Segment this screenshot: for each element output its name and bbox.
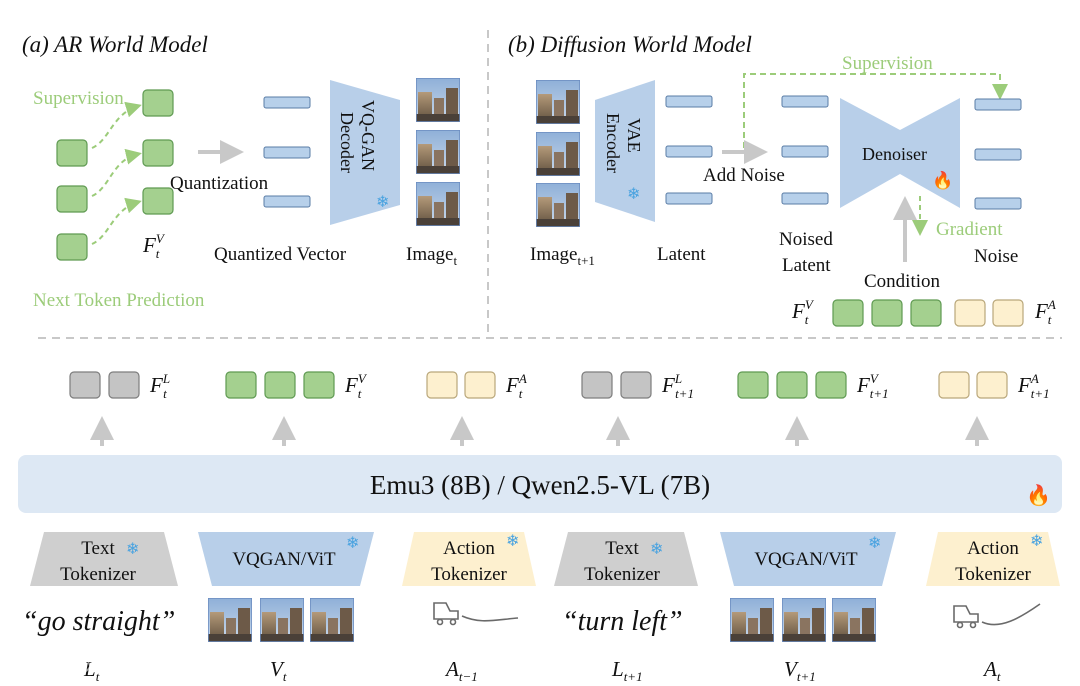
snowflake-icon: ❄ [376,194,389,211]
denoiser-block [840,98,960,208]
frame-image-2 [260,598,304,642]
feature-row [69,371,1008,399]
snowflake-icon: ❄ [346,535,359,552]
vqgan-decoder-label-1: VQ-GAN [358,100,378,171]
backbone-block [18,455,1062,513]
panel-a-quantized-vectors [263,96,311,208]
snowflake-icon: ❄ [1030,533,1043,550]
panel-b-noised-label-1: Noised [779,229,833,250]
panel-a-output-tokens [142,89,174,215]
action-tokenizer-2-line-1: Action [967,538,1019,559]
svg-text:大数跨境: 大数跨境 [52,652,140,677]
backbone-output-arrows [90,416,989,446]
panel-a-image-label: Imaget [406,244,457,268]
vae-encoder-label-1: VAE [624,118,644,153]
panel-b-noised-label-2: Latent [782,255,831,276]
panel-b-supervision-arrow [743,73,1008,148]
backbone-label: Emu3 (8B) / Qwen2.5-VL (7B) [370,470,710,500]
vqgan-decoder-block [330,80,400,225]
panel-b-title: (b) Diffusion World Model [508,32,752,57]
vqgan-decoder-label-2: Decoder [337,112,357,173]
flame-icon: 🔥 [1026,483,1051,507]
frame-image-3 [310,598,354,642]
panel-a-image-3 [416,182,460,226]
panel-a-image-2 [416,130,460,174]
text-tokenizer-2-line-1: Text [605,538,639,559]
text-tokenizer-2 [554,532,698,586]
snowflake-icon: ❄ [627,186,640,203]
panel-b-noise-vectors [974,98,1022,210]
snowflake-icon: ❄ [126,541,139,558]
text-tokenizer-2-line-2: Tokenizer [584,564,660,585]
frame-image-6 [832,598,876,642]
vision-tokenizer-1-label: VQGAN/ViT [232,549,336,570]
panel-b-supervision: Supervision [842,53,933,74]
bottom-label-3: At−1 [444,657,478,684]
panel-a-quantization: Quantization [170,173,269,194]
flame-icon: 🔥 [932,170,953,190]
vae-encoder-label-2: Encoder [603,113,623,173]
panel-a-next-token: Next Token Prediction [33,290,205,311]
frame-image-1 [208,598,252,642]
text-tokenizer-1-line-1: Text [81,538,115,559]
panel-a-input-tokens [56,139,88,261]
panel-a-supervision: Supervision [33,88,124,109]
snowflake-icon: ❄ [506,533,519,550]
vision-tokenizer-1 [198,532,374,586]
panel-b-condition: Condition [864,271,941,292]
snowflake-icon: ❄ [650,541,663,558]
frame-image-5 [782,598,826,642]
text-tokenizer-1 [30,532,178,586]
panel-b-add-noise: Add Noise [703,165,785,186]
vision-tokenizer-2-label: VQGAN/ViT [754,549,858,570]
panel-a-quantized-vector-label: Quantized Vector [214,244,347,265]
action-tokenizer-2 [926,532,1060,586]
panel-b-image-2 [536,132,580,176]
panel-a-image-1 [416,78,460,122]
text-input-1: “go straight” [22,606,175,637]
denoiser-label: Denoiser [862,144,927,164]
panel-a-title: (a) AR World Model [22,32,208,57]
panel-b-image-label: Imaget+1 [530,244,595,268]
bottom-label-4: Lt+1 [611,657,643,684]
vae-encoder-block [595,80,655,222]
watermark: 大数跨境 [13,652,140,677]
bottom-label-5: Vt+1 [784,657,816,684]
panel-b-image-1 [536,80,580,124]
bottom-label-1: Lt [83,657,100,684]
bottom-label-2: Vt [270,657,287,684]
text-input-2: “turn left” [562,606,683,637]
panel-b-latent-label: Latent [657,244,706,265]
action-tokenizer-1 [402,532,536,586]
car-trajectory-icon [433,602,519,626]
action-tokenizer-1-line-1: Action [443,538,495,559]
panel-b-condition-tokens [832,299,1024,327]
action-tokenizer-1-line-2: Tokenizer [431,564,507,585]
text-tokenizer-1-line-2: Tokenizer [60,564,136,585]
panel-b-image-3 [536,183,580,227]
action-tokenizer-2-line-2: Tokenizer [955,564,1031,585]
bottom-label-6: At [982,657,1001,684]
panel-b-noise-label: Noise [974,246,1018,267]
car-trajectory-icon [953,603,1041,629]
panel-b-latent-vectors [665,95,713,205]
panel-a-prediction-arrows [91,101,142,245]
vision-tokenizer-2 [720,532,896,586]
panel-b-gradient: Gradient [936,219,1003,240]
panel-b-noised-vectors [781,95,829,205]
frame-image-4 [730,598,774,642]
snowflake-icon: ❄ [868,535,881,552]
